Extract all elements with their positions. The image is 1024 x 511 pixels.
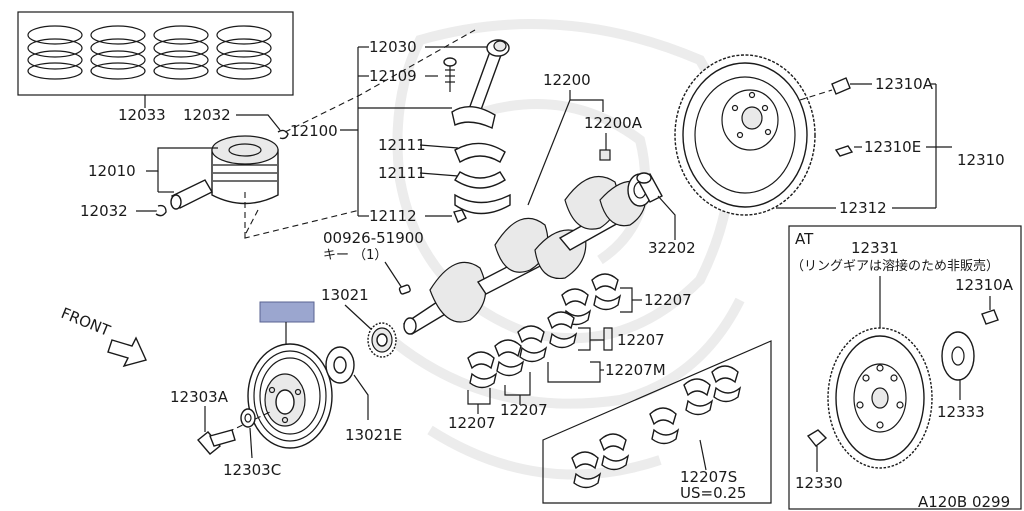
label-12100: 12100 <box>290 122 338 140</box>
label-12303A: 12303A <box>170 388 229 406</box>
label-12312: 12312 <box>839 199 887 217</box>
rod-bolt[interactable] <box>443 57 457 92</box>
spacer-nut[interactable] <box>806 429 828 447</box>
crankshaft[interactable] <box>402 173 653 335</box>
label-12112: 12112 <box>369 207 417 225</box>
crank-pilot-bearing[interactable] <box>636 172 663 203</box>
ring-stack-3 <box>153 25 209 80</box>
woodruff-key[interactable] <box>398 284 411 295</box>
label-12200A: 12200A <box>584 114 643 132</box>
label-12111-upper: 12111 <box>378 136 426 154</box>
rod-nut[interactable] <box>453 209 467 223</box>
con-rod-bearing-lower[interactable] <box>454 171 506 189</box>
label-12207-lower-left: 12207 <box>448 414 496 432</box>
label-12033: 12033 <box>118 106 166 124</box>
label-key: キー （1） <box>323 248 387 263</box>
piston-pin[interactable] <box>170 179 213 210</box>
main-bearing-row-2[interactable] <box>517 311 578 363</box>
piston-pin-clip-bottom[interactable] <box>155 204 167 217</box>
label-12310A-at: 12310A <box>955 276 1014 294</box>
front-arrow-icon <box>107 336 147 368</box>
undersize-bearing-box <box>542 340 772 504</box>
label-12111-lower: 12111 <box>378 164 426 182</box>
ring-stack-4 <box>216 25 272 80</box>
label-12207-lower-right: 12207 <box>500 401 548 419</box>
drive-plate-bolt[interactable] <box>981 309 999 325</box>
assembly-dash-left <box>244 209 361 239</box>
label-13021: 13021 <box>321 286 369 304</box>
con-rod-cap[interactable] <box>454 193 511 215</box>
piston[interactable] <box>211 135 279 205</box>
connecting-rod[interactable] <box>451 39 510 129</box>
at-section-box <box>788 225 1022 510</box>
diagram-id: A120B 0299 <box>918 493 1010 511</box>
label-at: AT <box>795 230 814 248</box>
label-front: FRONT <box>59 304 114 340</box>
main-bearing-row-3[interactable] <box>467 339 525 389</box>
assembly-dash-top <box>284 29 476 133</box>
pulley-bolt[interactable] <box>196 429 236 455</box>
highlight-part-box[interactable] <box>259 301 315 323</box>
watermark-emblem <box>376 19 745 480</box>
label-ring-gear-note: （リングギアは溶接のため非販売） <box>791 258 999 274</box>
label-12200: 12200 <box>543 71 591 89</box>
label-12303C: 12303C <box>223 461 281 479</box>
label-12109: 12109 <box>369 67 417 85</box>
label-undersize: US=0.25 <box>680 484 746 502</box>
label-12310: 12310 <box>957 151 1005 169</box>
crank-sprocket[interactable] <box>367 322 397 358</box>
ring-stack-2 <box>90 25 146 80</box>
label-12032-bottom: 12032 <box>80 202 128 220</box>
label-13021E: 13021E <box>345 426 402 444</box>
label-12330: 12330 <box>795 474 843 492</box>
label-12331: 12331 <box>851 239 899 257</box>
undersize-bearing-set[interactable] <box>571 365 742 489</box>
label-12310A: 12310A <box>875 75 934 93</box>
label-12207S: 12207S <box>680 468 737 486</box>
piston-pin-clip-top[interactable] <box>277 129 289 140</box>
flywheel[interactable] <box>674 54 816 216</box>
label-12207-mid: 12207 <box>617 331 665 349</box>
label-12030: 12030 <box>369 38 417 56</box>
ring-set-box <box>17 11 294 96</box>
ring-stack-1 <box>27 25 83 80</box>
reinforcement-plate[interactable] <box>941 331 975 381</box>
label-12032-top: 12032 <box>183 106 231 124</box>
label-12207M: 12207M <box>605 361 666 379</box>
label-32202: 32202 <box>648 239 696 257</box>
pulley-washer[interactable] <box>240 408 256 428</box>
label-12333: 12333 <box>937 403 985 421</box>
dowel-pin[interactable] <box>834 145 854 157</box>
crank-pulley[interactable] <box>247 343 333 449</box>
pilot-bushing[interactable] <box>599 149 611 161</box>
label-12207-top: 12207 <box>644 291 692 309</box>
con-rod-bearing-upper[interactable] <box>454 142 506 164</box>
label-00926-51900: 00926-51900 <box>323 229 424 247</box>
piston-ring-set[interactable] <box>17 11 294 108</box>
flywheel-bolt[interactable] <box>799 77 851 101</box>
drive-plate[interactable] <box>827 327 933 469</box>
label-12010: 12010 <box>88 162 136 180</box>
label-12310E: 12310E <box>864 138 921 156</box>
crank-spacer[interactable] <box>325 346 355 384</box>
